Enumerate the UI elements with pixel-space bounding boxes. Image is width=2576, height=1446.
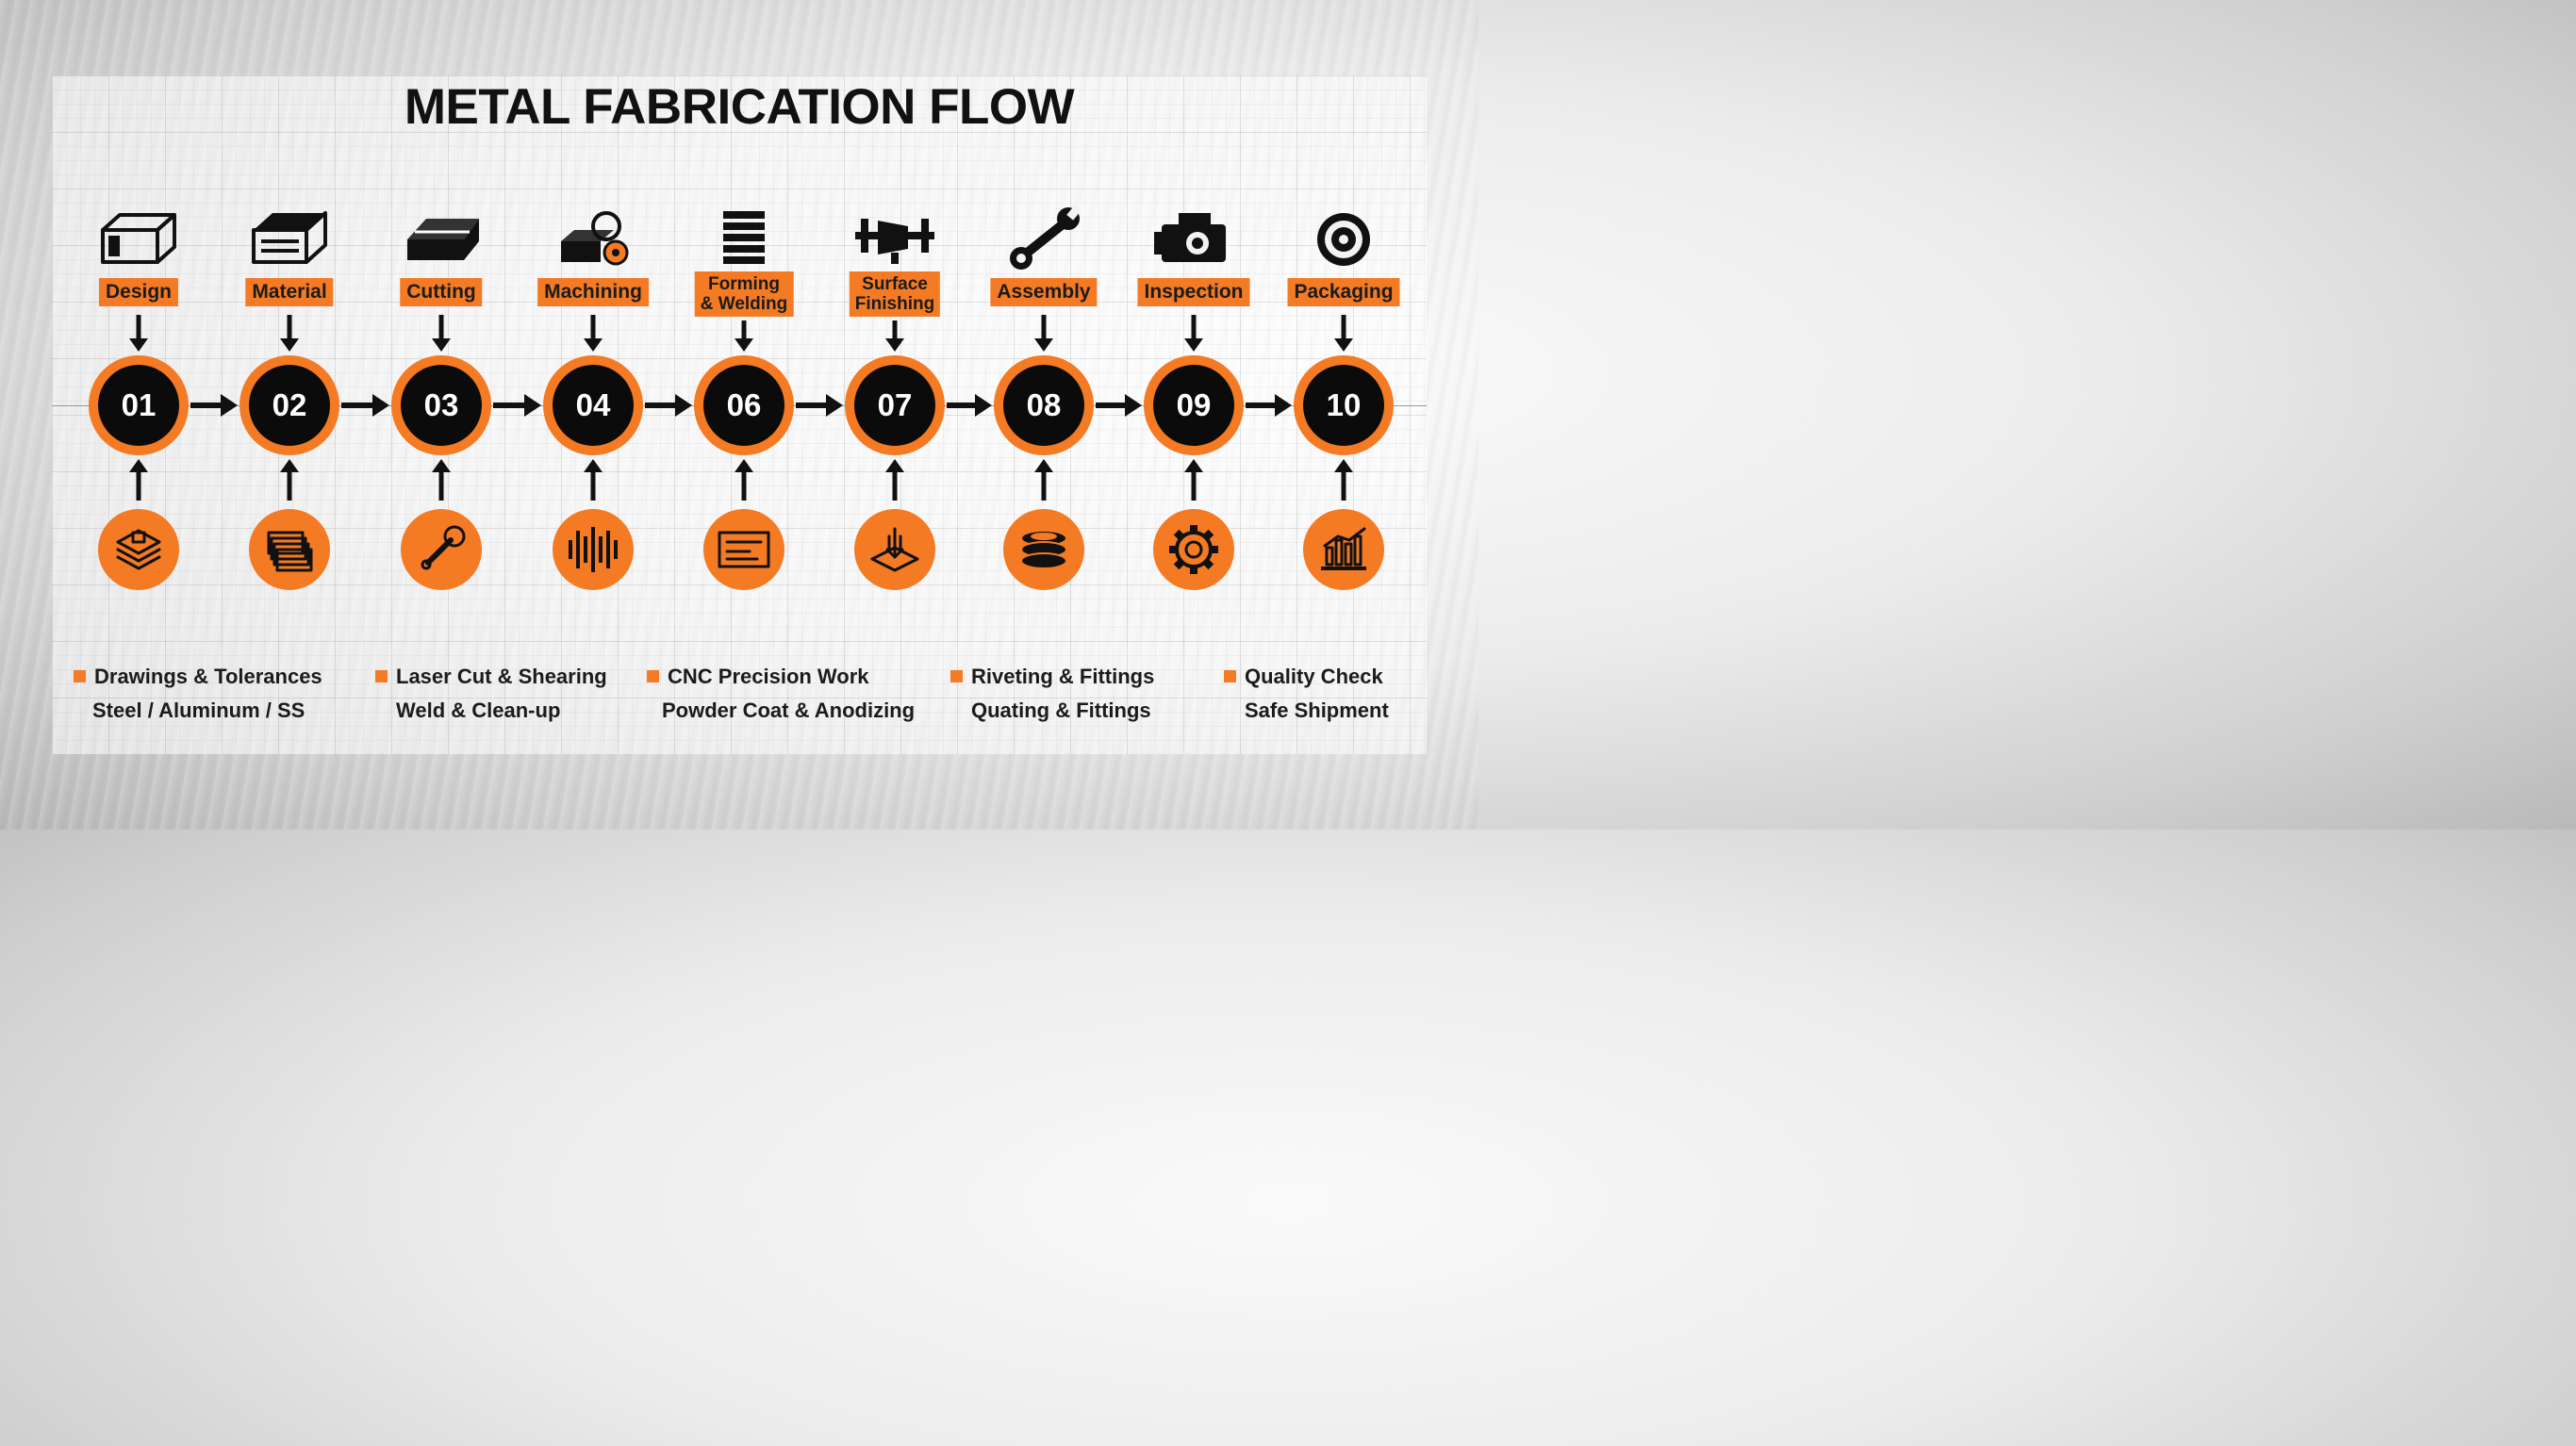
step-circle-02 [239, 355, 339, 455]
step-number-01: 01 [121, 387, 157, 422]
bottom-circle-06 [703, 509, 784, 590]
step-label-10: Packaging [1287, 278, 1400, 306]
gear-icon [1169, 525, 1218, 574]
down-arrow-08 [1034, 315, 1053, 352]
right-arrow-01 [190, 394, 238, 417]
right-arrow-04 [645, 394, 692, 417]
up-arrow-08 [1034, 459, 1053, 501]
step-number-08: 08 [1026, 387, 1062, 422]
step-label-09: Inspection [1137, 278, 1250, 306]
stacked-plates-icon [723, 211, 765, 264]
note-2-line2: Weld & Clean-up [396, 698, 561, 722]
step-number-07: 07 [877, 387, 913, 422]
step-number-06: 06 [726, 387, 762, 422]
bullet-square-icon [1224, 670, 1236, 682]
up-arrow-01 [129, 459, 148, 501]
step-circle-03 [391, 355, 491, 455]
step-circle-09 [1144, 355, 1244, 455]
step-number-03: 03 [423, 387, 459, 422]
step-label-02: Material [245, 278, 334, 306]
step-circle-01 [89, 355, 189, 455]
right-arrow-07 [947, 394, 992, 417]
bullet-square-icon [375, 670, 388, 682]
up-arrow-10 [1334, 459, 1353, 501]
note-3-line1: CNC Precision Work [647, 665, 869, 689]
right-arrow-08 [1096, 394, 1142, 417]
down-arrow-09 [1184, 315, 1203, 352]
right-arrow-03 [493, 394, 541, 417]
bottom-circle-10 [1303, 509, 1384, 590]
machine-block-icon [561, 211, 629, 266]
step-label-03: Cutting [400, 278, 483, 306]
note-4-line1: Riveting & Fittings [950, 665, 1154, 689]
step-label-06: Forming& Welding [694, 271, 794, 317]
note-5-line1: Quality Check [1224, 665, 1383, 689]
step-number-10: 10 [1326, 387, 1362, 422]
up-arrow-03 [432, 459, 451, 501]
note-4-line2: Quating & Fittings [971, 698, 1151, 722]
step-label-08: Assembly [990, 278, 1098, 306]
sheet-stock-icon [252, 211, 327, 264]
flow-diagram [89, 205, 1394, 590]
step-circle-07 [845, 355, 945, 455]
coin-stack-icon [1020, 530, 1067, 569]
down-arrow-01 [129, 315, 148, 352]
page-title: METAL FABRICATION FLOW [404, 79, 1075, 135]
step-circle-10 [1294, 355, 1394, 455]
bar-chart-icon [1321, 527, 1366, 570]
down-arrow-06 [735, 320, 753, 352]
step-label-04: Machining [537, 278, 649, 306]
bullet-square-icon [74, 670, 86, 682]
step-circle-04 [543, 355, 643, 455]
down-arrow-03 [432, 315, 451, 352]
step-number-02: 02 [272, 387, 307, 422]
note-1-line2: Steel / Aluminum / SS [92, 698, 305, 722]
up-arrow-02 [280, 459, 299, 501]
press-icon [870, 527, 919, 572]
grinder-icon [855, 219, 934, 264]
step-number-04: 04 [575, 387, 611, 422]
metal-bar-icon [407, 219, 479, 260]
bullet-square-icon [950, 670, 963, 682]
note-3-line2: Powder Coat & Anodizing [662, 698, 916, 722]
note-1-line1: Drawings & Tolerances [74, 665, 322, 689]
down-arrow-07 [885, 320, 904, 352]
up-arrow-04 [584, 459, 603, 501]
step-circle-08 [994, 355, 1094, 455]
note-5-line2: Safe Shipment [1245, 698, 1389, 722]
waveform-icon [569, 527, 618, 572]
bullet-square-icon [647, 670, 659, 682]
right-arrow-02 [341, 394, 389, 417]
bottom-circle-09 [1153, 509, 1234, 590]
panel-icon [718, 531, 770, 568]
right-arrow-09 [1246, 394, 1292, 417]
wrench-icon [421, 525, 466, 570]
bottom-circle-01 [98, 509, 179, 590]
right-arrow-06 [796, 394, 843, 417]
open-wrench-icon [1010, 205, 1082, 270]
step-number-09: 09 [1176, 387, 1212, 422]
ring-icon [1317, 213, 1370, 266]
down-arrow-02 [280, 315, 299, 352]
down-arrow-04 [584, 315, 603, 352]
step-circle-06 [694, 355, 794, 455]
note-2-line1: Laser Cut & Shearing [375, 665, 607, 689]
layers-icon [116, 529, 161, 570]
step-label-01: Design [98, 278, 179, 306]
camera-icon [1154, 213, 1226, 262]
up-arrow-06 [735, 459, 753, 501]
box-outline-icon [101, 213, 176, 264]
down-arrow-10 [1334, 315, 1353, 352]
up-arrow-09 [1184, 459, 1203, 501]
up-arrow-07 [885, 459, 904, 501]
stacked-sheets-icon [267, 531, 313, 572]
